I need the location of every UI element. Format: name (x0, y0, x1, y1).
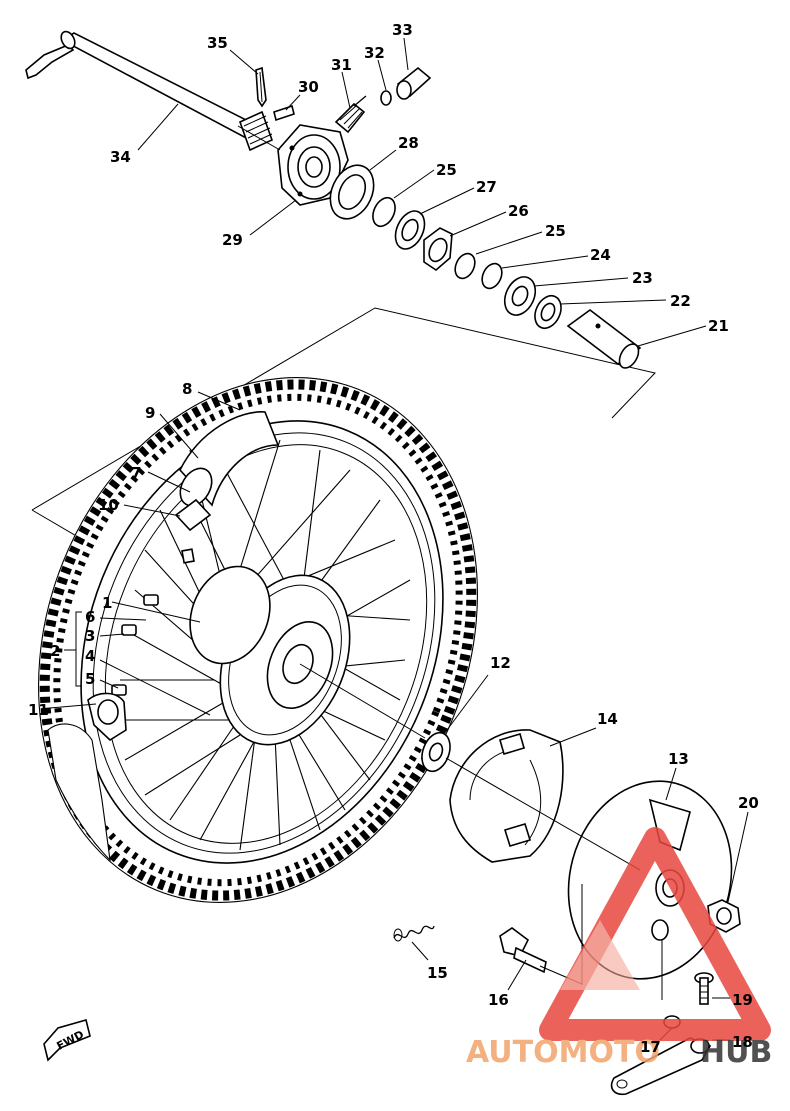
part-label-13: 13 (668, 750, 689, 768)
part-label-12: 12 (490, 654, 511, 672)
axle-nut (707, 899, 741, 933)
brake-shoe-set (449, 729, 564, 863)
retainer-plate (423, 227, 453, 272)
part-label-22: 22 (670, 292, 691, 310)
part-label-34: 34 (110, 148, 131, 166)
part-label-14: 14 (597, 710, 618, 728)
hub-bearing (421, 731, 451, 773)
oil-seal (329, 164, 375, 220)
rim-band (174, 411, 280, 532)
part-label-18: 18 (732, 1033, 753, 1051)
cam-lever (610, 1037, 712, 1096)
return-spring (393, 925, 435, 942)
part-label-33: 33 (392, 21, 413, 39)
part-labels: 35 34 31 32 33 30 28 29 25 27 26 25 24 2… (28, 21, 759, 1056)
part-label-2: 2 (50, 642, 60, 660)
part-label-7: 7 (131, 464, 141, 482)
part-label-3: 3 (85, 627, 95, 645)
part-label-31: 31 (331, 56, 352, 74)
circlip-lower (454, 252, 476, 280)
automotohub-watermark: AUTOMOTO HUB (466, 827, 772, 1070)
part-label-35: 35 (207, 34, 228, 52)
part-label-28: 28 (398, 134, 419, 152)
drive-gear (394, 210, 426, 250)
part-label-1: 1 (102, 594, 112, 612)
watermark-text-left: AUTOMOTO (466, 1035, 660, 1070)
part-label-27: 27 (476, 178, 497, 196)
alignment-guides (237, 125, 663, 1000)
speedo-housing (277, 124, 349, 206)
part-label-15: 15 (427, 964, 448, 982)
collar (566, 309, 642, 369)
part-label-16: 16 (488, 991, 509, 1009)
oil-seal-small (534, 294, 562, 330)
part-label-8: 8 (182, 380, 192, 398)
bushing (396, 66, 432, 100)
cotter-pin (255, 66, 267, 108)
part-label-21: 21 (708, 317, 729, 335)
part-label-4: 4 (85, 647, 95, 665)
part-label-30: 30 (298, 78, 319, 96)
spacer-ring (481, 262, 503, 290)
part-label-9: 9 (145, 404, 155, 422)
pin (273, 104, 295, 122)
watermark-text-right: HUB (700, 1035, 772, 1070)
brake-cam (499, 927, 547, 974)
part-label-32: 32 (364, 44, 385, 62)
part-label-20: 20 (738, 794, 759, 812)
part-label-6: 6 (85, 608, 95, 626)
axle (25, 30, 274, 152)
part-label-5: 5 (85, 670, 95, 688)
part-label-10: 10 (98, 496, 119, 514)
part-label-25-lower: 25 (545, 222, 566, 240)
group-bracket (75, 611, 82, 687)
part-label-17: 17 (640, 1038, 661, 1056)
rim-lock (87, 692, 127, 742)
leader-lines (49, 37, 749, 1041)
fwd-arrow: FWD (43, 1019, 91, 1062)
part-label-25-upper: 25 (436, 161, 457, 179)
pinch-bolt (694, 972, 714, 1005)
part-label-19: 19 (732, 991, 753, 1009)
washer (380, 90, 392, 106)
part-label-29: 29 (222, 231, 243, 249)
part-label-23: 23 (632, 269, 653, 287)
part-label-11: 11 (28, 701, 49, 719)
part-label-24: 24 (590, 246, 611, 264)
part-label-26: 26 (508, 202, 529, 220)
bearing (503, 276, 537, 316)
tire-section (47, 723, 111, 862)
wheel-assembly (38, 377, 478, 903)
pinion-gear (334, 95, 367, 134)
circlip (372, 196, 396, 228)
